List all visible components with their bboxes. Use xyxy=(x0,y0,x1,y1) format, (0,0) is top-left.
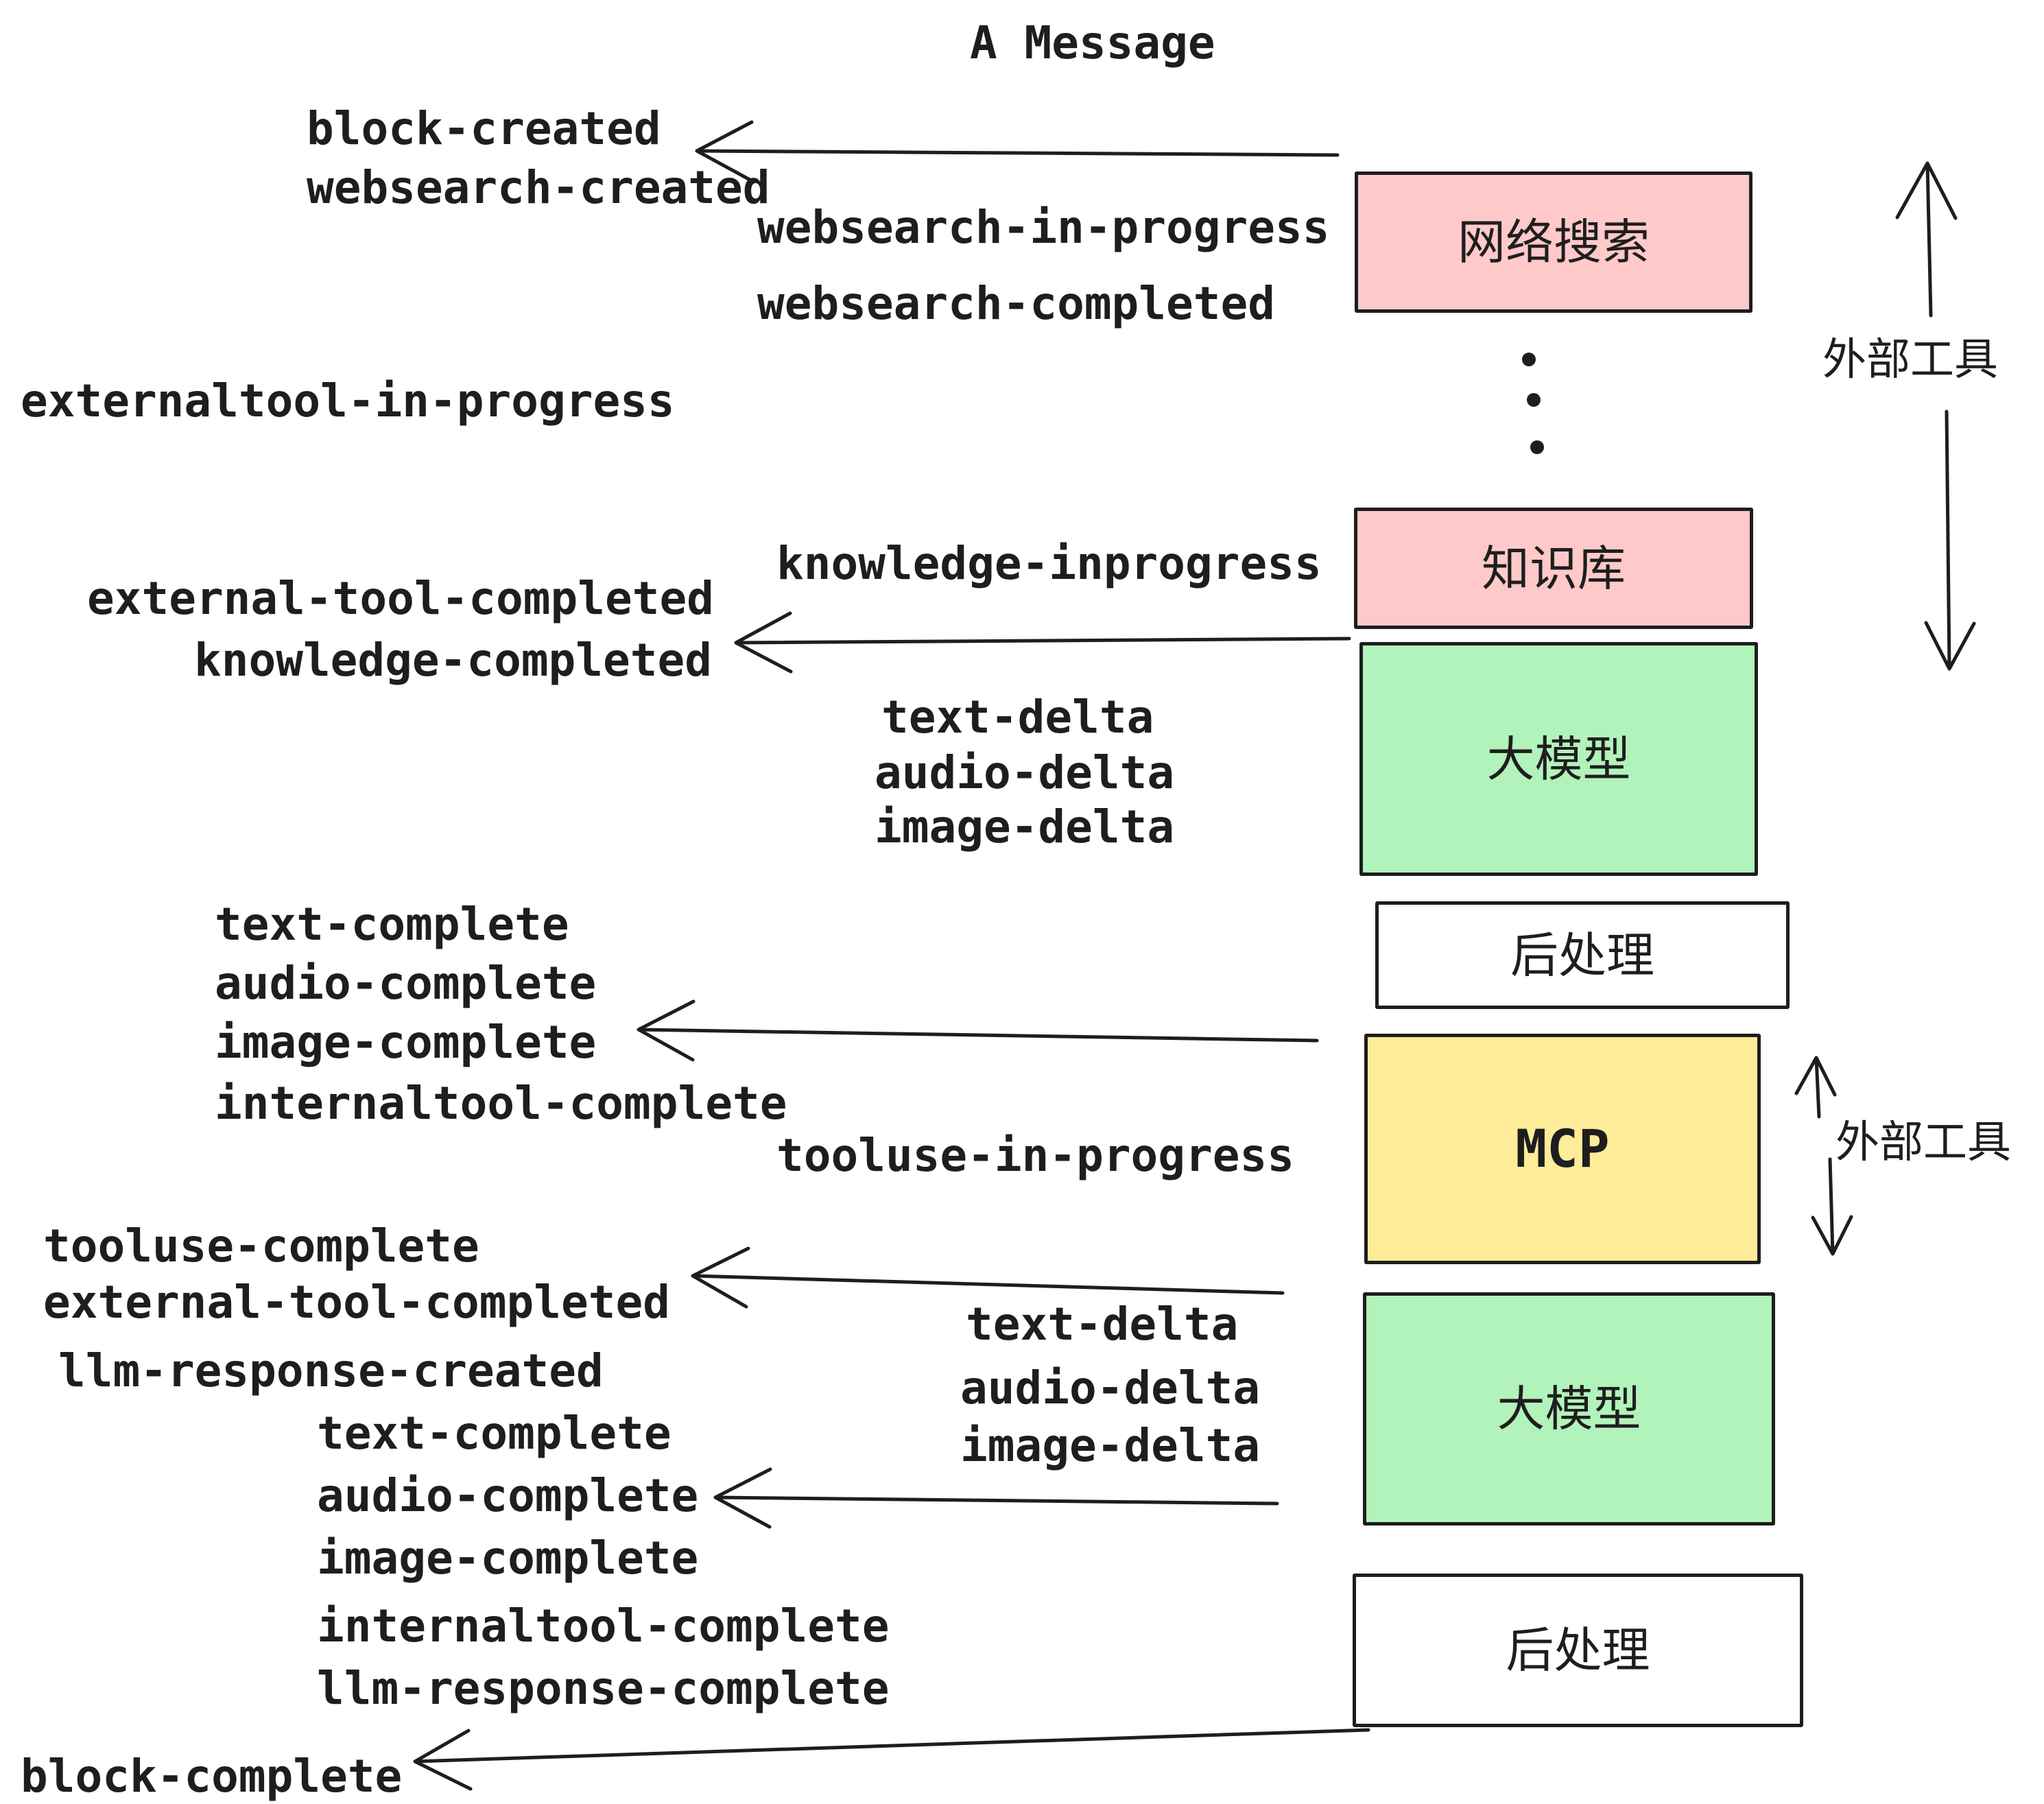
event-label-image-complete-2: image-complete xyxy=(317,1532,699,1585)
external-tools-down-arrow-top xyxy=(1924,410,1976,671)
event-label-text-complete-1: text-complete xyxy=(215,898,569,951)
event-label-external-tool-completed-2: external-tool-completed xyxy=(43,1276,670,1329)
arrow-to-block-complete xyxy=(413,1728,1370,1791)
event-label-internaltool-complete-2: internaltool-complete xyxy=(317,1600,890,1652)
event-label-text-complete-2: text-complete xyxy=(317,1407,672,1460)
event-label-audio-complete-2: audio-complete xyxy=(317,1469,699,1522)
event-label-llm-response-complete: llm-response-complete xyxy=(317,1662,890,1715)
box-postprocess-top-label: 后处理 xyxy=(1510,927,1654,984)
event-label-block-complete: block-complete xyxy=(21,1750,403,1803)
arrow-to-image-complete xyxy=(637,999,1319,1062)
external-tools-label-top: 外部工具 xyxy=(1822,335,1998,385)
box-llm-top: 大模型 xyxy=(1359,642,1758,876)
box-knowledge-base: 知识库 xyxy=(1354,508,1753,629)
event-label-audio-delta-1: audio-delta xyxy=(875,746,1175,799)
event-label-tooluse-complete: tooluse-complete xyxy=(43,1220,479,1272)
event-label-text-delta-2: text-delta xyxy=(966,1298,1239,1351)
event-label-knowledge-inprogress: knowledge-inprogress xyxy=(776,537,1322,590)
box-mcp-label: MCP xyxy=(1515,1118,1610,1179)
external-tools-label-mcp: 外部工具 xyxy=(1835,1117,2011,1168)
box-llm-bottom: 大模型 xyxy=(1363,1292,1775,1526)
event-label-internaltool-complete-1: internaltool-complete xyxy=(215,1077,787,1130)
event-label-text-delta-1: text-delta xyxy=(881,691,1154,744)
arrow-to-external-tool-completed xyxy=(691,1246,1285,1309)
event-label-image-delta-2: image-delta xyxy=(960,1419,1261,1472)
event-label-image-complete-1: image-complete xyxy=(215,1016,597,1069)
arrow-to-block-created xyxy=(695,120,1340,182)
box-websearch: 网络搜索 xyxy=(1355,171,1752,313)
box-llm-top-label: 大模型 xyxy=(1486,731,1631,787)
event-label-image-delta-1: image-delta xyxy=(875,800,1175,853)
arrow-to-audio-complete xyxy=(713,1467,1279,1529)
external-tools-down-arrow-mcp xyxy=(1811,1157,1853,1256)
event-label-block-created: block-created xyxy=(307,102,661,155)
box-knowledge-base-label: 知识库 xyxy=(1482,540,1626,597)
event-label-llm-response-created: llm-response-created xyxy=(58,1344,604,1397)
box-websearch-label: 网络搜索 xyxy=(1458,214,1650,270)
box-mcp: MCP xyxy=(1364,1034,1761,1264)
box-postprocess-bottom: 后处理 xyxy=(1353,1574,1803,1727)
event-label-websearch-created: websearch-created xyxy=(307,161,770,214)
event-label-websearch-in-progress: websearch-in-progress xyxy=(757,201,1330,254)
box-llm-bottom-label: 大模型 xyxy=(1497,1381,1641,1437)
event-label-audio-delta-2: audio-delta xyxy=(960,1362,1261,1414)
event-label-external-tool-completed-1: external-tool-completed xyxy=(87,572,714,625)
event-label-externaltool-in-progress: externaltool-in-progress xyxy=(21,375,675,427)
external-tools-up-arrow-mcp xyxy=(1794,1056,1837,1119)
arrow-to-knowledge-completed xyxy=(734,611,1351,674)
event-label-websearch-completed: websearch-completed xyxy=(757,277,1275,330)
event-label-audio-complete-1: audio-complete xyxy=(215,957,597,1010)
diagram-title: A Message xyxy=(970,16,1215,69)
event-label-tooluse-in-progress: tooluse-in-progress xyxy=(776,1129,1294,1182)
external-tools-up-arrow-top xyxy=(1895,161,1958,318)
event-label-knowledge-completed: knowledge-completed xyxy=(194,634,712,687)
box-postprocess-top: 后处理 xyxy=(1375,901,1790,1009)
box-postprocess-bottom-label: 后处理 xyxy=(1506,1622,1650,1678)
vertical-ellipsis-dots xyxy=(1522,353,1544,454)
